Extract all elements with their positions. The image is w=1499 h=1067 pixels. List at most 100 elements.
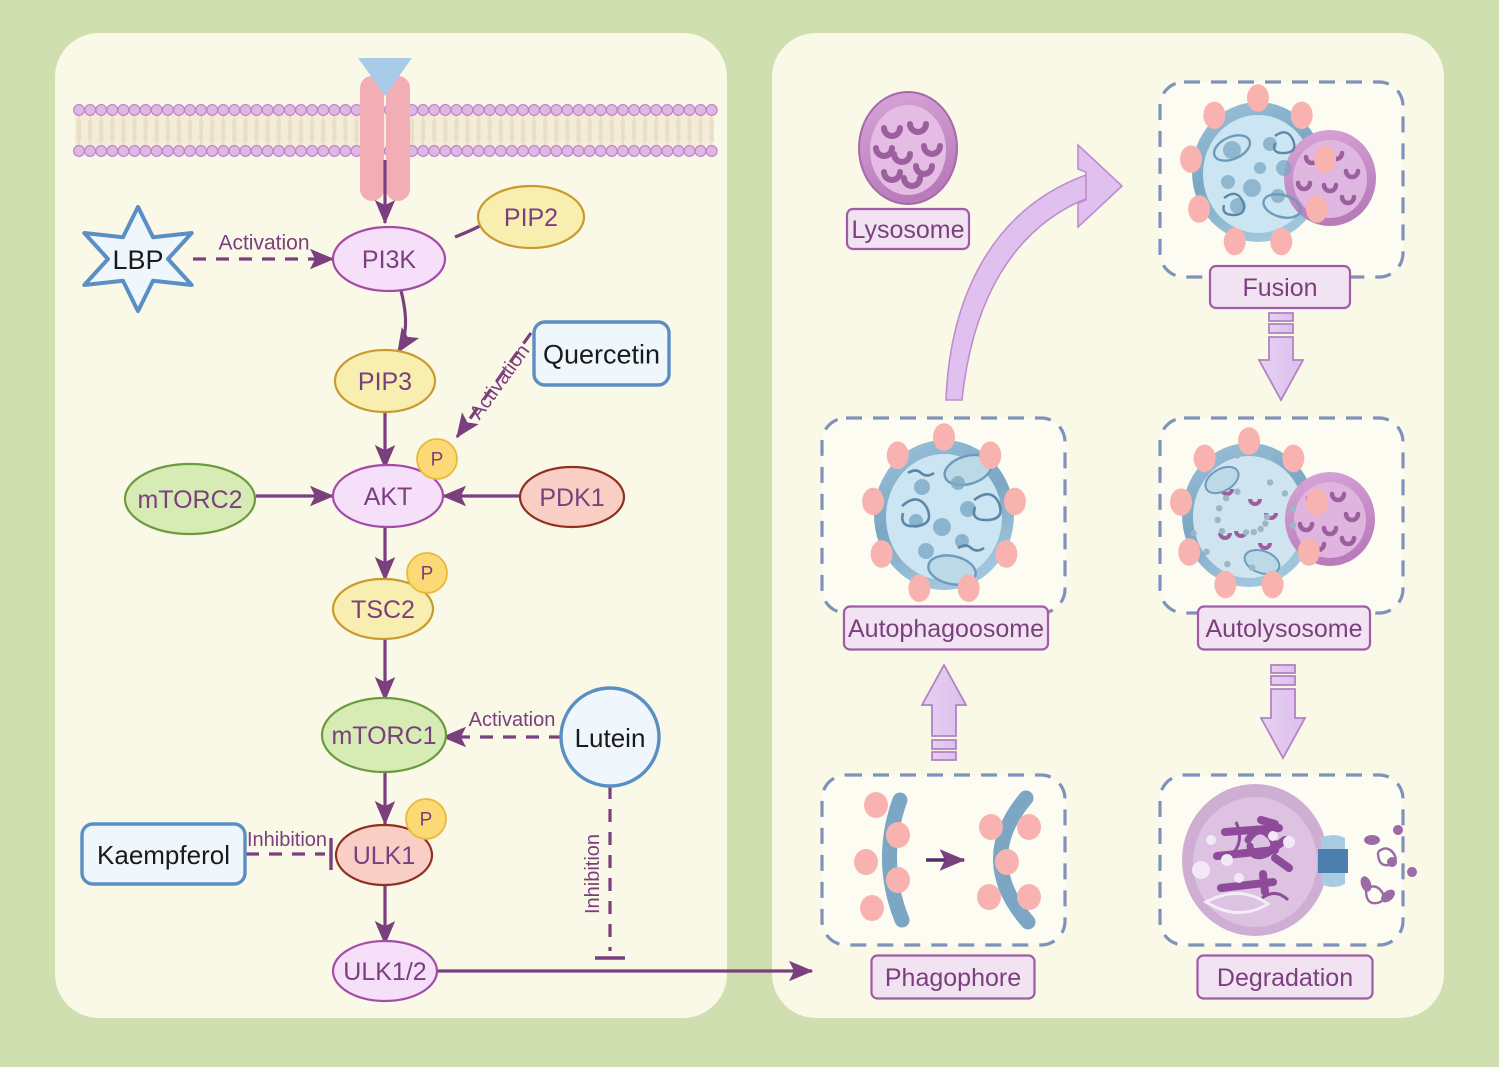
surface-protein-dot	[995, 540, 1018, 568]
stage-box-autolysosome	[1158, 416, 1405, 615]
node-mtorc2-shape	[123, 462, 257, 536]
node-kaempferol-label: Kaempferol	[97, 840, 230, 870]
stage-label-fusion[interactable]: Fusion	[1208, 264, 1352, 310]
stage-label-degradation-text: Degradation	[1217, 964, 1353, 992]
stage-label-degradation-box	[1196, 954, 1374, 1000]
phosphate-badge-akt	[416, 438, 458, 480]
phosphate-label-akt: P	[431, 450, 444, 471]
surface-protein-dot	[1180, 145, 1203, 173]
node-pip3-shape	[333, 348, 437, 414]
node-lutein-label: Lutein	[575, 723, 646, 753]
surface-protein-dot	[1203, 101, 1226, 130]
surface-protein-dot	[933, 423, 955, 451]
lysosome-organelle	[858, 91, 958, 205]
stage-box-phagophore	[820, 773, 1067, 947]
node-mtorc1-label: mTORC1	[331, 722, 436, 750]
node-pip2-shape	[476, 184, 586, 250]
surface-protein-dot	[1290, 101, 1313, 130]
node-kaempferol-shape	[80, 822, 247, 886]
lysosome-to-fusion-arrow	[945, 143, 1124, 401]
node-mtorc1[interactable]: mTORC1	[320, 696, 448, 774]
stage-label-autolysosome[interactable]: Autolysosome	[1196, 605, 1372, 651]
node-pdk1[interactable]: PDK1	[518, 465, 626, 529]
surface-protein-dot	[979, 441, 1002, 469]
phosphate-label-ulk1: P	[420, 810, 433, 831]
surface-protein-dot	[862, 487, 885, 516]
stage-label-fusion-box	[1208, 264, 1352, 310]
surface-protein-dot	[1223, 227, 1246, 256]
node-quercetin-label: Quercetin	[543, 340, 660, 370]
node-pi3k-label: PI3K	[362, 246, 417, 274]
node-pip3[interactable]: PIP3	[333, 348, 437, 414]
stage-label-fusion-text: Fusion	[1242, 274, 1317, 302]
surface-protein-dot	[1178, 538, 1201, 566]
node-pdk1-shape	[518, 465, 626, 529]
node-lutein[interactable]: Lutein	[559, 686, 661, 788]
stage-box-degradation	[1158, 773, 1417, 947]
surface-protein-dot	[1297, 538, 1320, 566]
surface-protein-dot	[1247, 84, 1269, 112]
surface-protein-dot	[908, 574, 931, 603]
surface-protein-dot	[1282, 444, 1305, 473]
node-pi3k[interactable]: PI3K	[331, 225, 447, 293]
arrow-fusion-to-autolysosome	[1257, 312, 1305, 402]
node-mtorc2-label: mTORC2	[137, 486, 242, 514]
stage-label-autolysosome-text: Autolysosome	[1205, 615, 1362, 643]
node-tsc2-shape	[331, 577, 435, 641]
node-ulk12[interactable]: ULK1/2	[331, 939, 439, 1003]
signalling-pathway-panel: ActivationActivationActivationInhibition…	[73, 58, 814, 1003]
stage-box-autophagoosome	[820, 416, 1067, 615]
node-pi3k-shape	[331, 225, 447, 293]
edge-label-inhibition-lutein: Inhibition	[582, 834, 604, 914]
node-ulk12-label: ULK1/2	[343, 958, 426, 986]
stage-label-degradation[interactable]: Degradation	[1196, 954, 1374, 1000]
node-lbp[interactable]: LBP	[82, 204, 194, 314]
phosphate-badge-tsc2	[406, 552, 448, 594]
node-quercetin-shape	[532, 320, 671, 387]
surface-protein-dot	[1270, 227, 1293, 256]
stage-label-phagophore-text: Phagophore	[885, 964, 1021, 992]
surface-protein-dot	[1313, 145, 1336, 173]
node-ulk1-label: ULK1	[353, 842, 416, 870]
stage-label-autolysosome-box	[1196, 605, 1372, 651]
surface-protein-dot	[870, 540, 893, 568]
node-pip2[interactable]: PIP2	[476, 184, 586, 250]
stage-label-autophagoosome[interactable]: Autophagoosome	[842, 605, 1050, 651]
edge-pi3k-pip3	[396, 286, 419, 354]
stage-label-phagophore[interactable]: Phagophore	[870, 954, 1036, 1000]
surface-protein-dot	[1305, 195, 1328, 223]
stage-label-autophagoosome-box	[842, 605, 1050, 651]
stage-label-lysosome-box	[845, 207, 971, 251]
surface-protein-dot	[1305, 488, 1328, 516]
surface-protein-dot	[886, 441, 909, 469]
arrow-autolysosome-to-degradation	[1259, 664, 1307, 760]
stage-label-phagophore-box	[870, 954, 1036, 1000]
stage-label-autophagoosome-text: Autophagoosome	[848, 615, 1044, 643]
edge-label-activation-lutein: Activation	[469, 709, 556, 731]
surface-protein-dot	[1214, 570, 1237, 599]
edge-label-inhibition-kaempferol: Inhibition	[247, 829, 327, 851]
node-quercetin[interactable]: Quercetin	[532, 320, 671, 387]
phosphate-badge-ulk1	[405, 798, 447, 840]
node-lbp-label: LBP	[112, 245, 163, 275]
node-tsc2-label: TSC2	[351, 596, 415, 624]
surface-protein-dot	[1003, 487, 1026, 516]
stage-box-fusion	[1158, 80, 1405, 279]
surface-protein-dot	[1188, 195, 1211, 223]
surface-protein-dot	[1238, 427, 1260, 455]
stage-label-lysosome-text: Lysosome	[851, 216, 964, 244]
node-lutein-shape	[559, 686, 661, 788]
surface-protein-dot	[957, 574, 980, 603]
node-kaempferol[interactable]: Kaempferol	[80, 822, 247, 886]
node-ulk1-shape	[334, 823, 434, 887]
node-mtorc2[interactable]: mTORC2	[123, 462, 257, 536]
edge-label-activation-lbp: Activation	[218, 232, 309, 255]
node-pdk1-label: PDK1	[539, 484, 604, 512]
node-akt-shape	[331, 463, 445, 529]
stage-label-lysosome[interactable]: Lysosome	[845, 207, 971, 251]
